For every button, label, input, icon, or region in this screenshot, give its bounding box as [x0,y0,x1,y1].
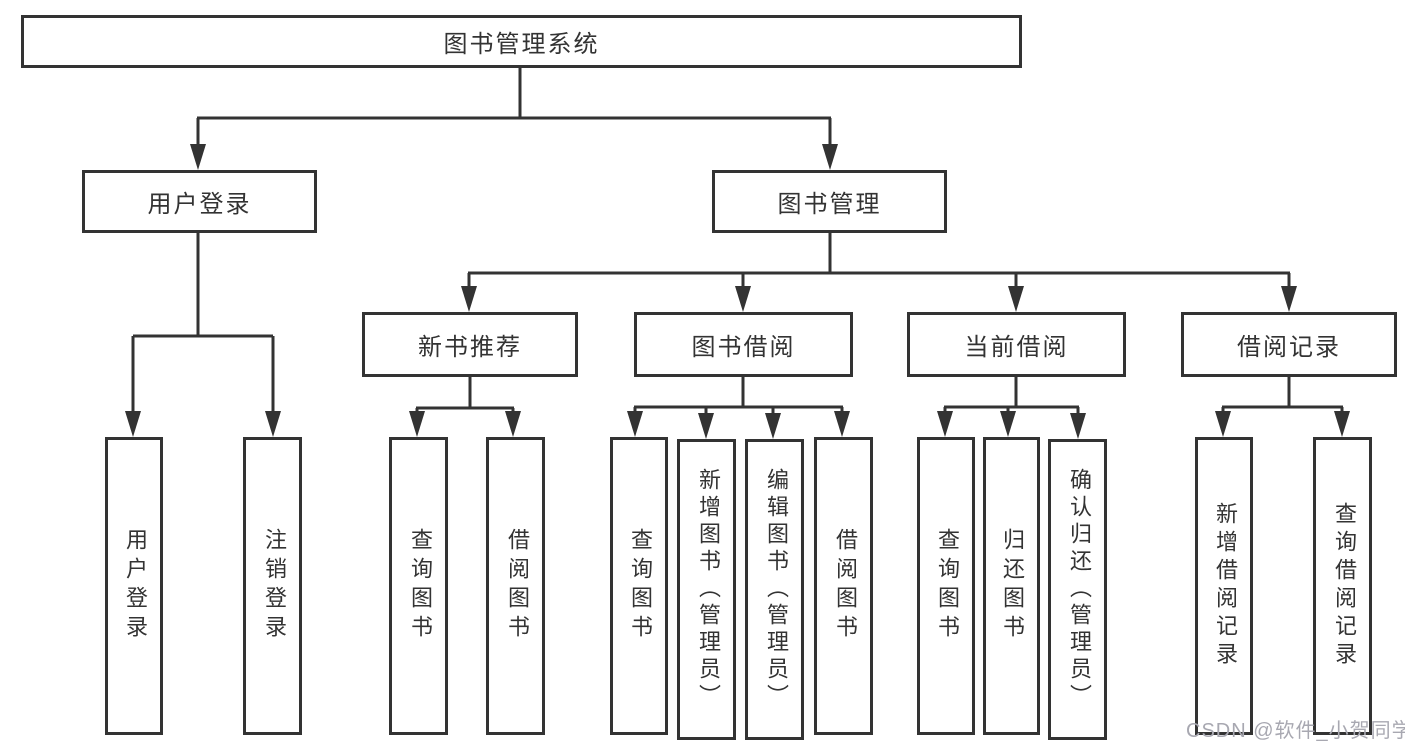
leaf-return-books: 归还图书 [983,437,1040,735]
leaf-borrow-books: 借阅图书 [486,437,545,735]
node-user-login: 用户登录 [82,170,317,233]
leaf-query-books: 查询图书 [389,437,448,735]
leaf-logout: 注销登录 [243,437,302,735]
leaf-user-login: 用户登录 [105,437,163,735]
leaf-query-books: 查询图书 [610,437,668,735]
leaf-query-borrow-record: 查询借阅记录 [1313,437,1372,735]
node-new-book-recommend: 新书推荐 [362,312,578,377]
node-current-borrowing: 当前借阅 [907,312,1126,377]
leaf-add-borrow-record: 新增借阅记录 [1195,437,1253,735]
node-book-borrowing: 图书借阅 [634,312,853,377]
leaf-confirm-return-admin: 确认归还（管理员） [1048,439,1107,740]
leaf-edit-books-admin: 编辑图书（管理员） [745,439,804,740]
leaf-borrow-books: 借阅图书 [814,437,873,735]
node-library-management-system: 图书管理系统 [21,15,1022,68]
leaf-add-books-admin: 新增图书（管理员） [677,439,736,740]
node-book-management: 图书管理 [712,170,947,233]
node-borrow-records: 借阅记录 [1181,312,1397,377]
csdn-watermark: CSDN @软件_小贺同学 [1186,720,1405,742]
leaf-query-books: 查询图书 [917,437,975,735]
